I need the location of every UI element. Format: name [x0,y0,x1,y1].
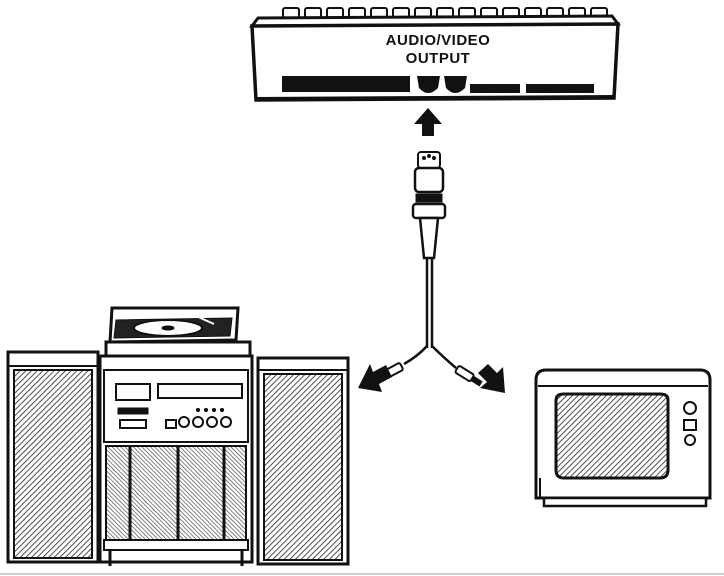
stereo-system-icon [6,306,350,566]
arrow-down-left-icon [358,364,392,392]
stereo-cabinet [98,354,254,566]
right-speaker [256,356,350,566]
television-icon [534,368,712,508]
turntable [104,306,252,358]
port-label-line2: OUTPUT [406,50,471,67]
arrow-down-right-icon [478,364,505,393]
arrow-up-icon [414,108,442,136]
av-cable-icon [373,151,483,387]
port-label-line1: AUDIO/VIDEO [386,32,491,49]
left-speaker [6,350,100,564]
computer-keyboard-icon: AUDIO/VIDEO OUTPUT [248,7,621,102]
